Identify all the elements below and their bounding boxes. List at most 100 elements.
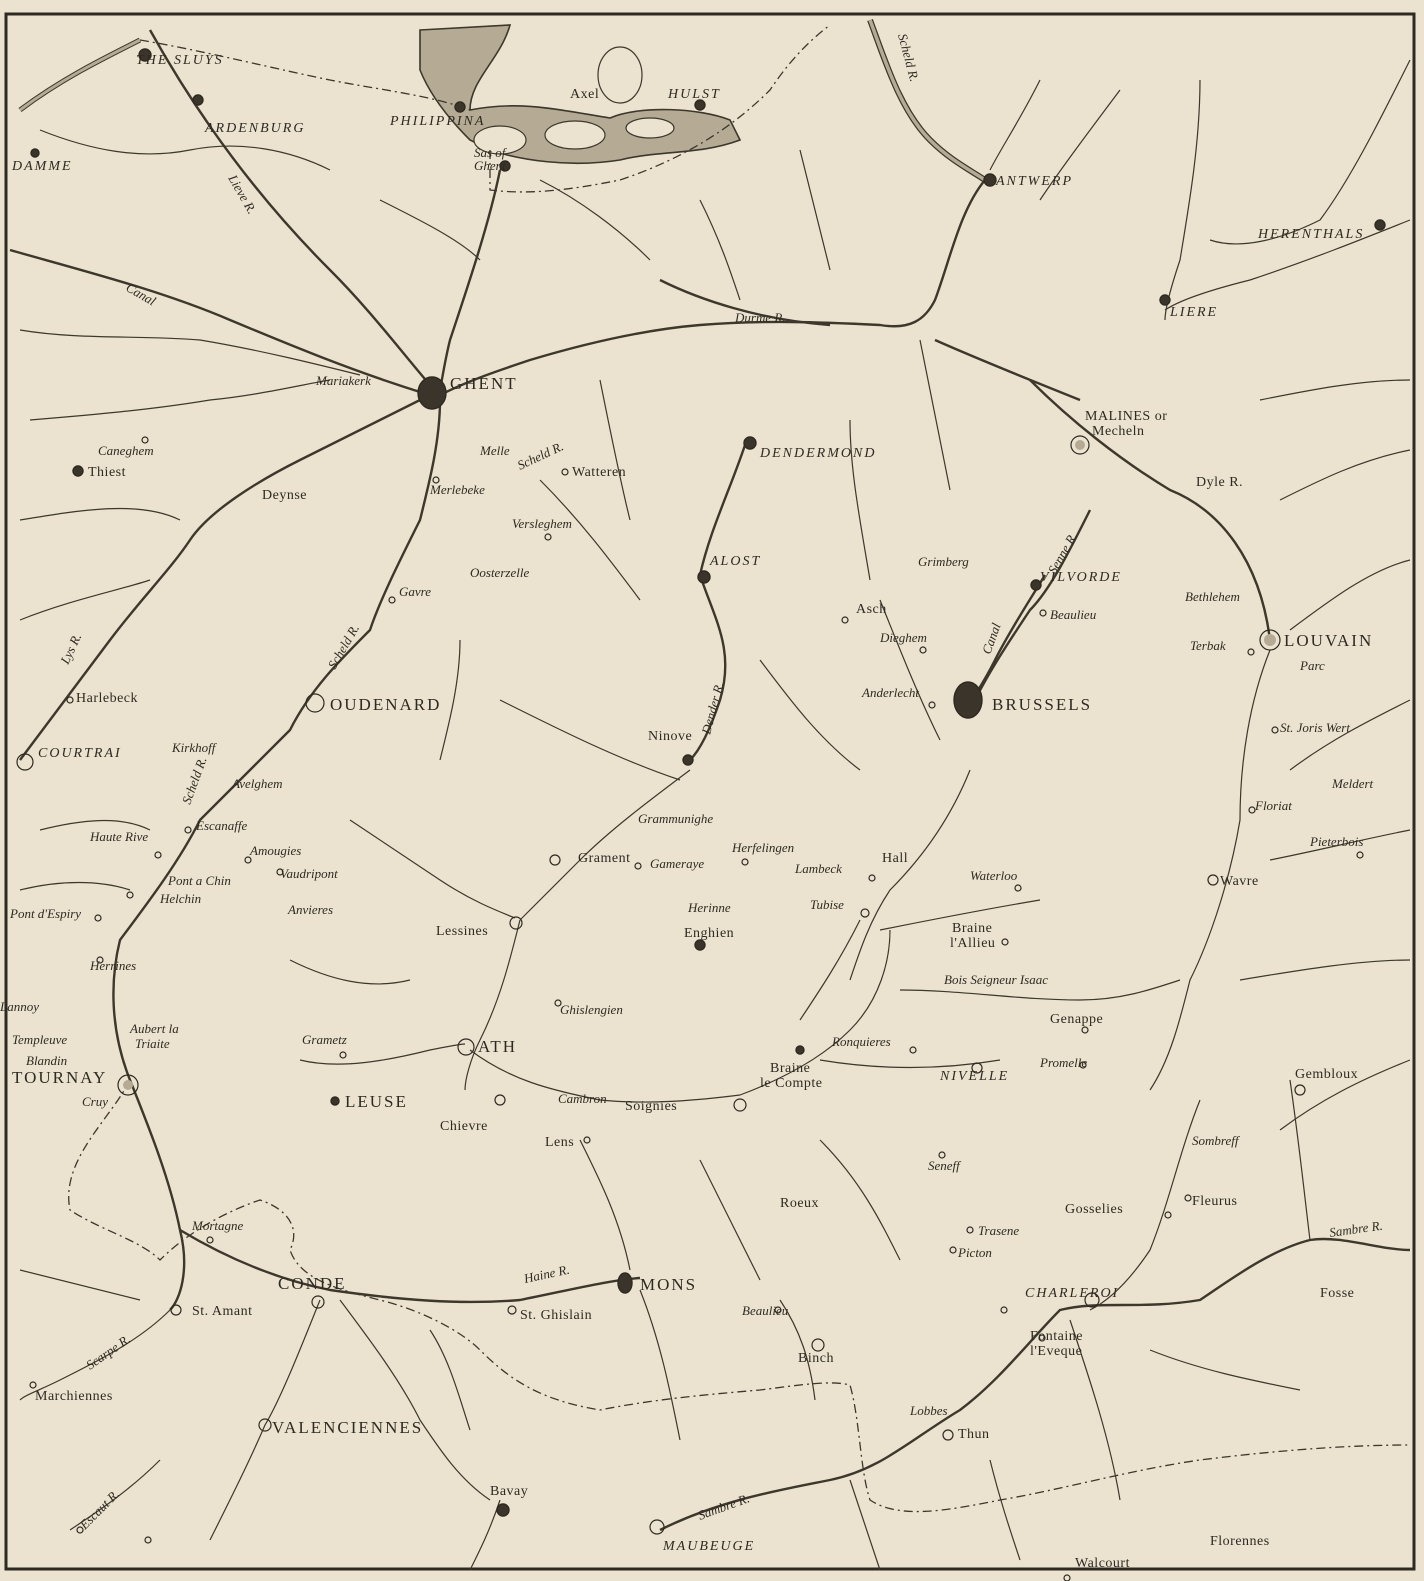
label-mons: MONS (640, 1275, 697, 1294)
label-sas-of-ghent-2: Ghent (474, 158, 506, 173)
brussels-city-marker (953, 681, 983, 719)
settlement-markers (16, 48, 1386, 1581)
label-braine-comte-1: Braine (770, 1061, 810, 1076)
label-fosse: Fosse (1320, 1286, 1354, 1301)
label-st-joris-wert: St. Joris Wert (1280, 720, 1350, 735)
label-mariakerk: Mariakerk (315, 373, 371, 388)
alost-marker (697, 570, 711, 584)
label-beaulieu-n: Beaulieu (1050, 607, 1097, 622)
dender-river (689, 444, 747, 761)
label-gameraye: Gameraye (650, 856, 704, 871)
label-braine-comte-2: le Compte (760, 1076, 822, 1091)
ghent-city-marker (417, 376, 447, 410)
label-wavre: Wavre (1220, 874, 1259, 889)
lessines-marker (509, 916, 523, 930)
hulst-marker (694, 99, 706, 111)
label-gosselies: Gosselies (1065, 1202, 1123, 1217)
label-aubert-1: Aubert la (129, 1021, 179, 1036)
label-lessines: Lessines (436, 924, 488, 939)
label-ardenburg: ARDENBURG (204, 121, 305, 136)
label-herrines: Herrines (89, 958, 136, 973)
label-oudenard: OUDENARD (330, 695, 441, 714)
label-herinne: Herinne (687, 900, 731, 915)
label-versleghem: Versleghem (512, 516, 572, 531)
charleroi-marker (1084, 1292, 1100, 1308)
label-mortagne: Mortagne (191, 1218, 244, 1233)
label-courtrai: COURTRAI (38, 746, 122, 761)
label-avelghem: Avelghem (231, 776, 283, 791)
label-bavay: Bavay (490, 1484, 528, 1499)
nivelle-marker (971, 1062, 983, 1074)
small-village-markers (29, 436, 1364, 1581)
scheldt-ghent-oudenard-tournay (112, 399, 442, 1311)
st-ghislain-marker (507, 1305, 517, 1315)
label-marchiennes: Marchiennes (35, 1389, 113, 1404)
label-trasene: Trasene (978, 1223, 1019, 1238)
gembloux-marker (1294, 1084, 1306, 1096)
label-ghislengien: Ghislengien (560, 1002, 623, 1017)
label-bois-seigneur: Bois Seigneur Isaac (944, 972, 1048, 987)
lys-river (19, 398, 421, 761)
ghent-canal-north (438, 169, 502, 391)
major-rivers (9, 29, 1411, 1532)
valenciennes-marker (258, 1418, 272, 1432)
label-floriat: Floriat (1254, 798, 1292, 813)
label-genappe: Genappe (1050, 1012, 1103, 1027)
label-blandin: Blandin (26, 1053, 67, 1068)
map-frame (4, 12, 1416, 1571)
label-merlebeke: Merlebeke (429, 482, 485, 497)
label-roeux: Roeux (780, 1196, 819, 1211)
tournay-marker (117, 1074, 139, 1096)
label-watteren: Watteren (572, 465, 626, 480)
philippina-marker (454, 101, 466, 113)
label-grament: Grament (578, 851, 630, 866)
label-bethlehem: Bethlehem (1185, 589, 1240, 604)
label-hall: Hall (882, 851, 908, 866)
place-labels: THE SLUYS ARDENBURG DAMME PHILIPPINA Sas… (0, 53, 1374, 1571)
label-alost: ALOST (709, 554, 761, 569)
ninove-marker (682, 754, 694, 766)
label-vaudripont: Vaudripont (280, 866, 338, 881)
label-malines-2: Mecheln (1092, 424, 1144, 439)
louvain-marker (1259, 629, 1281, 651)
antwerp-marker (983, 173, 997, 187)
label-antwerp: ANTWERP (995, 174, 1073, 189)
label-grammunighe: Grammunighe (638, 811, 713, 826)
label-leuse: LEUSE (345, 1092, 408, 1111)
label-ath: ATH (478, 1037, 517, 1056)
label-pont-d-espiry: Pont d'Espiry (9, 906, 81, 921)
label-parc: Parc (1299, 658, 1325, 673)
label-caneghem: Caneghem (98, 443, 154, 458)
label-gembloux: Gembloux (1295, 1067, 1358, 1082)
label-ninove: Ninove (648, 729, 692, 744)
senne-river (973, 509, 1092, 701)
label-chievre: Chievre (440, 1119, 488, 1134)
lierre-marker (1159, 294, 1171, 306)
chievre-marker (494, 1094, 506, 1106)
thiest-marker (72, 465, 84, 477)
label-thiest: Thiest (88, 465, 126, 480)
label-thun: Thun (958, 1427, 990, 1442)
label-meldert: Meldert (1331, 776, 1374, 791)
label-sas-of-ghent-1: Sas of (474, 145, 508, 160)
label-kirkhoff: Kirkhoff (171, 740, 218, 755)
label-herfelingen: Herfelingen (731, 840, 794, 855)
enghien-marker (694, 939, 706, 951)
label-haute-rive: Haute Rive (89, 829, 148, 844)
label-conde: CONDE (278, 1274, 347, 1293)
durme-river (659, 278, 831, 327)
label-hulst: HULST (667, 87, 721, 102)
label-sombreff: Sombreff (1192, 1133, 1241, 1148)
label-harlebeck: Harlebeck (76, 691, 138, 706)
label-binch: Binch (798, 1351, 834, 1366)
label-amougies: Amougies (249, 843, 301, 858)
ardenburg-marker (192, 94, 204, 106)
thun-marker (942, 1429, 954, 1441)
label-waterloo: Waterloo (970, 868, 1018, 883)
label-sambre-east: Sambre R. (1328, 1218, 1383, 1240)
label-templeuve: Templeuve (12, 1032, 67, 1047)
dyle-river (1029, 379, 1272, 641)
estuary-water (18, 18, 987, 183)
scheldt-main-river (439, 179, 986, 397)
